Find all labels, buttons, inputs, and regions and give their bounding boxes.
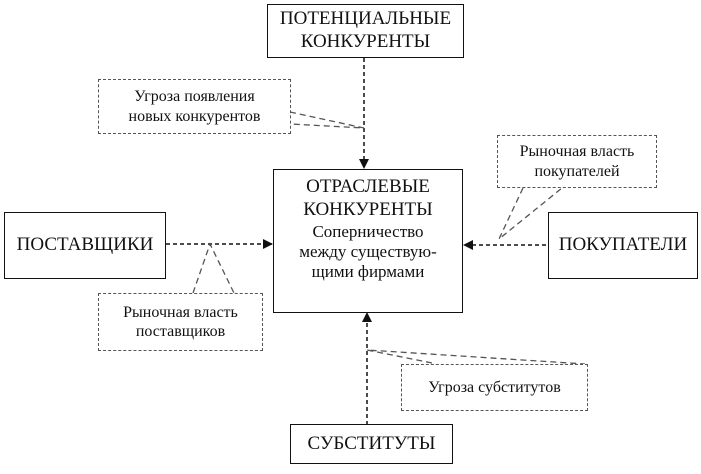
callout-tail-buyer-power <box>498 187 563 240</box>
callout-new-entrants: Угроза появления новых конкурентов <box>98 79 291 134</box>
callout-label: покупателей <box>534 162 620 180</box>
node-label: СУБСТИТУТЫ <box>307 432 436 454</box>
callout-buyer-power: Рыночная власть покупателей <box>497 135 657 188</box>
node-substitutes: СУБСТИТУТЫ <box>290 424 453 464</box>
node-title: КОНКУРЕНТЫ <box>303 198 433 220</box>
callout-substitutes-threat: Угроза субститутов <box>401 364 588 411</box>
node-industry-competitors: ОТРАСЛЕВЫЕ КОНКУРЕНТЫ Соперничество межд… <box>273 169 463 313</box>
node-label: КОНКУРЕНТЫ <box>300 31 431 52</box>
node-label: ПОТЕНЦИАЛЬНЫЕ <box>279 8 452 30</box>
callout-label: Рыночная власть <box>519 143 635 161</box>
callout-tail-substitutes-threat <box>366 349 586 365</box>
node-label: ПОКУПАТЕЛИ <box>558 234 688 256</box>
callout-tail-new-entrants <box>289 111 365 129</box>
node-description: между существую- <box>299 241 437 261</box>
callout-label: Рыночная власть <box>123 303 238 321</box>
node-buyers: ПОКУПАТЕЛИ <box>548 212 698 279</box>
callout-label: Угроза появления <box>134 88 255 106</box>
node-description: щими фирмами <box>311 262 425 282</box>
callout-label: Угроза субститутов <box>428 378 561 396</box>
node-suppliers: ПОСТАВЩИКИ <box>4 212 166 279</box>
node-description: Соперничество <box>312 221 424 241</box>
callout-tail-supplier-power <box>192 242 235 294</box>
callout-label: новых конкурентов <box>128 107 261 125</box>
node-title: ОТРАСЛЕВЫЕ <box>306 176 430 197</box>
callout-supplier-power: Рыночная власть поставщиков <box>98 293 263 351</box>
node-potential-competitors: ПОТЕНЦИАЛЬНЫЕ КОНКУРЕНТЫ <box>267 4 464 58</box>
node-label: ПОСТАВЩИКИ <box>16 234 154 256</box>
callout-label: поставщиков <box>135 323 226 340</box>
